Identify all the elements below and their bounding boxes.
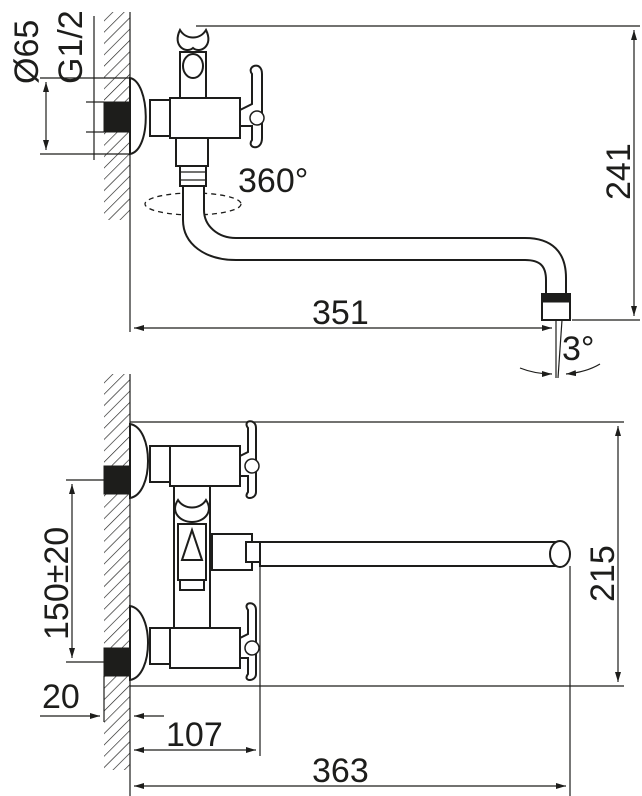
rotation-ellipse (144, 192, 242, 216)
lower-cross-handle (239, 602, 260, 681)
aerator-ring (541, 293, 571, 303)
flange-diameter-label: Ø65 (8, 20, 46, 84)
tilt-line (557, 319, 563, 379)
front-length-dimension-label: 363 (312, 752, 369, 790)
clip-knob (182, 53, 204, 79)
side-view: 241 351 3° 360° Ø65 G1/2 (8, 10, 640, 379)
swivel-joint-side (179, 165, 207, 187)
tilt-angle-label: 3° (562, 330, 595, 368)
tilt-arrow-right (565, 363, 601, 377)
rotation-label: 360° (238, 162, 308, 200)
flange-side (129, 76, 147, 156)
tilt-arrow-left (519, 367, 553, 377)
body-lower-side (175, 137, 209, 167)
upper-cross-handle (239, 420, 260, 499)
thread-size-label: G1/2 (52, 10, 90, 84)
spout-front (259, 541, 569, 567)
front-height-dimension-label: 215 (584, 545, 622, 602)
valve-body-side (169, 97, 241, 139)
spout-collar-front (245, 541, 261, 563)
wall-offset-dimension-label: 20 (42, 678, 80, 716)
cross-handle-side (239, 64, 265, 149)
body-dimension-label: 107 (166, 716, 223, 754)
diverter-knob (180, 526, 204, 561)
length-dimension-label: 351 (312, 294, 369, 332)
upper-nipple (103, 465, 133, 495)
nut-side (149, 99, 171, 137)
front-view: 150±20 215 20 107 363 (38, 374, 624, 796)
shower-clip-front (174, 498, 210, 524)
lower-coupling (179, 579, 205, 591)
lower-valve-body (169, 627, 241, 669)
upper-nut (149, 445, 171, 483)
spout-tip-front (549, 540, 571, 568)
lower-nut (149, 627, 171, 665)
upper-valve-body (169, 445, 241, 487)
shower-clip-icon (176, 27, 210, 51)
wall-hatch-front (104, 374, 130, 770)
lower-flange (129, 604, 149, 682)
upper-flange (129, 422, 149, 500)
lower-nipple (103, 647, 133, 677)
centers-dimension-label: 150±20 (38, 527, 76, 640)
thread-nipple-side (103, 101, 133, 133)
height-dimension-label: 241 (600, 143, 638, 200)
